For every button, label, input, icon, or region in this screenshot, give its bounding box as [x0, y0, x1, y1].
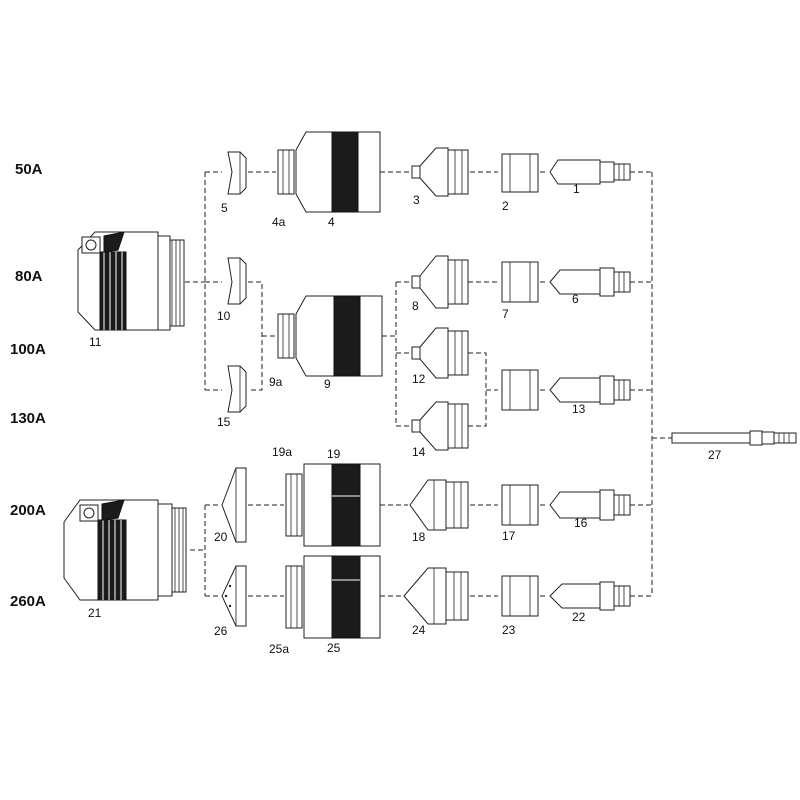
part-number-13: 13 [572, 402, 586, 416]
part-number-25: 25 [327, 641, 341, 655]
part-number-4a: 4a [272, 215, 286, 229]
ring-19a [285, 473, 303, 537]
swirl-ring-2 [501, 153, 539, 193]
part-number-7a: 7 [502, 307, 509, 321]
part-number-9a: 9a [269, 375, 283, 389]
ring-25a [285, 565, 303, 629]
part-number-5: 5 [221, 201, 228, 215]
ring-4a [277, 149, 295, 195]
electrode-22 [549, 581, 631, 611]
nozzle-24 [403, 567, 469, 625]
nozzle-18 [409, 479, 469, 531]
part-number-25a: 25a [269, 642, 289, 656]
rating-label-130a: 130A [10, 410, 46, 427]
part-number-14: 14 [412, 445, 426, 459]
body-25 [303, 555, 381, 639]
part-number-1: 1 [573, 182, 580, 196]
rating-label-80a: 80A [15, 268, 43, 285]
nozzle-14 [411, 401, 469, 451]
rating-label-200a: 200A [10, 502, 46, 519]
part-number-21: 21 [88, 606, 102, 620]
torch-27 [671, 430, 797, 446]
part-number-17: 17 [502, 529, 516, 543]
body-4 [295, 131, 381, 213]
part-number-15: 15 [217, 415, 231, 429]
part-number-4: 4 [328, 215, 335, 229]
nozzle-3 [411, 147, 469, 197]
part-number-27: 27 [708, 448, 722, 462]
part-number-22: 22 [572, 610, 586, 624]
rating-label-260a: 260A [10, 593, 46, 610]
part-number-18: 18 [412, 530, 426, 544]
part-number-6: 6 [572, 292, 579, 306]
part-number-3: 3 [413, 193, 420, 207]
shield-15 [227, 365, 247, 413]
swirl-ring-17 [501, 484, 539, 526]
part-number-8: 8 [412, 299, 419, 313]
shield-5 [227, 151, 247, 195]
part-number-9: 9 [324, 377, 331, 391]
rating-label-100a: 100A [10, 341, 46, 358]
body-9 [295, 295, 383, 377]
retaining-cap-21 [63, 499, 187, 601]
part-number-12: 12 [412, 372, 426, 386]
part-number-26: 26 [214, 624, 228, 638]
retaining-cap-11 [77, 231, 185, 331]
part-number-19a: 19a [272, 445, 292, 459]
part-number-2: 2 [502, 199, 509, 213]
shield-26 [221, 565, 247, 627]
ring-9a [277, 313, 295, 359]
part-number-23: 23 [502, 623, 516, 637]
electrode-16 [549, 489, 631, 521]
swirl-ring-7b [501, 369, 539, 411]
shield-10 [227, 257, 247, 305]
swirl-ring-7a [501, 261, 539, 303]
electrode-6 [549, 267, 631, 297]
part-number-11: 11 [89, 335, 102, 349]
body-19 [303, 463, 381, 547]
part-number-20: 20 [214, 530, 228, 544]
part-number-24: 24 [412, 623, 426, 637]
shield-20 [221, 467, 247, 543]
rating-label-50a: 50A [15, 161, 43, 178]
part-number-19: 19 [327, 447, 341, 461]
part-number-16: 16 [574, 516, 588, 530]
nozzle-12 [411, 327, 469, 379]
nozzle-8 [411, 255, 469, 309]
swirl-ring-23 [501, 575, 539, 617]
electrode-13 [549, 375, 631, 405]
part-number-10: 10 [217, 309, 231, 323]
connector-lines [185, 171, 672, 597]
electrode-1 [549, 159, 631, 185]
